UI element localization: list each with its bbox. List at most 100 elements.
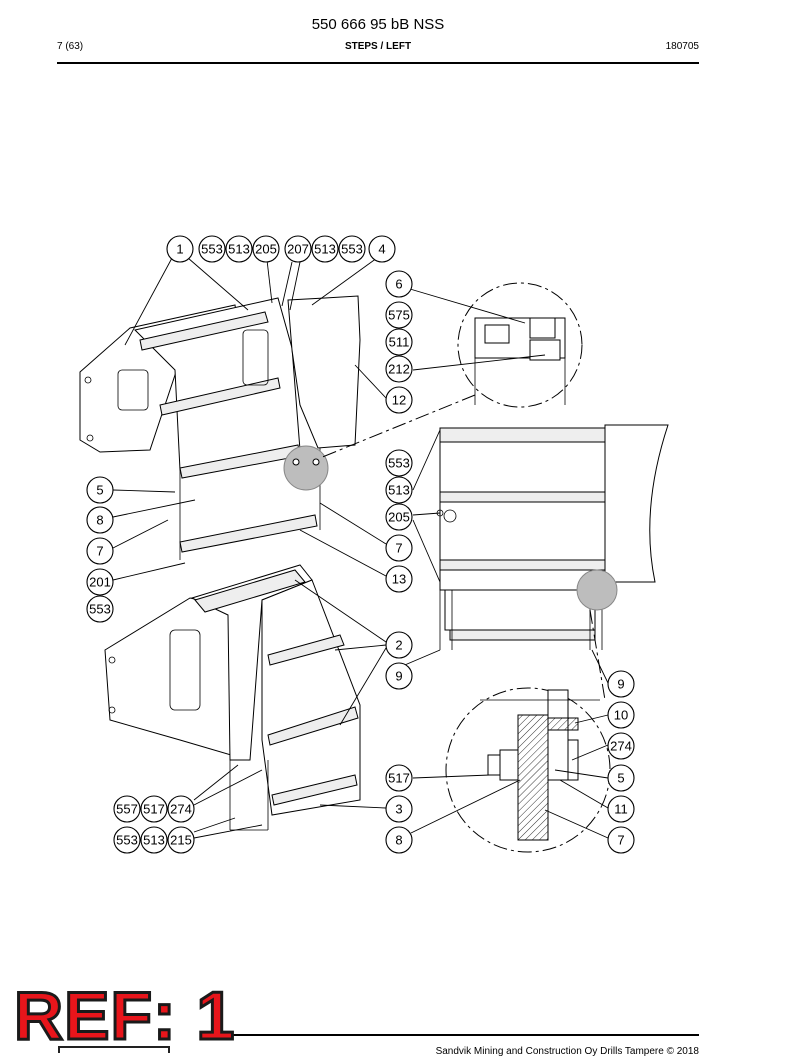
callout-5: 5 (86, 476, 114, 504)
svg-text:13: 13 (392, 572, 406, 587)
svg-text:7: 7 (617, 833, 624, 848)
callout-201: 201 (86, 568, 114, 596)
svg-text:513: 513 (314, 242, 336, 257)
callout-513: 513 (140, 826, 168, 854)
svg-text:5: 5 (617, 771, 624, 786)
callout-205: 205 (252, 235, 280, 263)
svg-text:215: 215 (170, 833, 192, 848)
lower-step-assembly (104, 564, 361, 831)
svg-text:5: 5 (96, 483, 103, 498)
upper-step-assembly (79, 295, 361, 560)
front-view (436, 424, 669, 650)
svg-text:205: 205 (388, 510, 410, 525)
detail-view-bottom (445, 609, 611, 853)
svg-text:7: 7 (395, 541, 402, 556)
callout-12: 12 (385, 386, 413, 414)
detail-view-top (319, 282, 583, 459)
svg-text:9: 9 (617, 677, 624, 692)
callout-7: 7 (385, 534, 413, 562)
callout-553: 553 (113, 826, 141, 854)
svg-text:517: 517 (388, 771, 410, 786)
section-title: STEPS / LEFT (344, 41, 412, 52)
svg-text:9: 9 (395, 669, 402, 684)
lower-mount-plate (104, 597, 249, 761)
front-side-bracket (604, 424, 669, 583)
footer-copyright: Sandvik Mining and Construction Oy Drill… (435, 1046, 699, 1057)
svg-text:1: 1 (176, 242, 183, 257)
callout-553: 553 (338, 235, 366, 263)
callout-13: 13 (385, 565, 413, 593)
svg-text:553: 553 (341, 242, 363, 257)
front-lower-frame (444, 589, 596, 631)
svg-text:207: 207 (287, 242, 309, 257)
callout-5: 5 (607, 764, 635, 792)
lower-step-frame (261, 579, 361, 816)
svg-text:12: 12 (392, 393, 406, 408)
svg-text:553: 553 (89, 602, 111, 617)
svg-text:212: 212 (388, 362, 410, 377)
callout-553: 553 (86, 595, 114, 623)
detail-highlight-upper (283, 445, 329, 491)
svg-text:8: 8 (395, 833, 402, 848)
right-support-bracket-12 (287, 295, 361, 449)
callout-1: 1 (166, 235, 194, 263)
callout-9: 9 (607, 670, 635, 698)
svg-text:4: 4 (378, 242, 385, 257)
svg-text:557: 557 (116, 802, 138, 817)
callout-7: 7 (86, 537, 114, 565)
svg-text:553: 553 (116, 833, 138, 848)
document-number: 550 666 95 bB NSS (311, 16, 445, 33)
svg-text:10: 10 (614, 708, 628, 723)
callout-2: 2 (385, 631, 413, 659)
callout-517: 517 (385, 764, 413, 792)
callout-553: 553 (198, 235, 226, 263)
svg-text:553: 553 (388, 456, 410, 471)
svg-text:511: 511 (389, 335, 410, 350)
callout-9: 9 (385, 662, 413, 690)
svg-text:3: 3 (395, 802, 402, 817)
ref-stamp: REF: 1 (12, 978, 236, 1054)
svg-text:6: 6 (395, 277, 402, 292)
leader-lines (112, 257, 609, 839)
footer-rule (230, 1034, 699, 1036)
callout-10: 10 (607, 701, 635, 729)
callout-513: 513 (385, 476, 413, 504)
svg-text:513: 513 (143, 833, 165, 848)
svg-text:274: 274 (610, 739, 632, 754)
callout-8: 8 (86, 506, 114, 534)
callout-205: 205 (385, 503, 413, 531)
svg-text:575: 575 (388, 308, 410, 323)
svg-text:205: 205 (255, 242, 277, 257)
callout-11: 11 (607, 795, 635, 823)
date-code: 180705 (665, 41, 699, 52)
callout-6: 6 (385, 270, 413, 298)
callout-517: 517 (140, 795, 168, 823)
svg-text:553: 553 (201, 242, 223, 257)
page-number: 7 (63) (57, 41, 84, 52)
header-rule (57, 62, 699, 64)
callout-511: 511 (385, 328, 413, 356)
callout-553: 553 (385, 449, 413, 477)
detail-highlight-lower (576, 569, 618, 611)
callout-3: 3 (385, 795, 413, 823)
callout-557: 557 (113, 795, 141, 823)
svg-text:2: 2 (395, 638, 402, 653)
callout-8: 8 (385, 826, 413, 854)
callout-4: 4 (368, 235, 396, 263)
svg-text:513: 513 (388, 483, 410, 498)
callout-labels: 1 553 513 205 207 513 553 4 6 575 511 21… (86, 235, 635, 854)
svg-text:274: 274 (170, 802, 192, 817)
callout-212: 212 (385, 355, 413, 383)
callout-575: 575 (385, 301, 413, 329)
callout-215: 215 (167, 826, 195, 854)
lower-side-frame (190, 564, 313, 761)
sandvik-logo (58, 1046, 170, 1053)
callout-7: 7 (607, 826, 635, 854)
svg-text:513: 513 (228, 242, 250, 257)
svg-text:517: 517 (143, 802, 165, 817)
callout-513: 513 (225, 235, 253, 263)
callout-207: 207 (284, 235, 312, 263)
svg-text:11: 11 (614, 802, 628, 817)
callout-513: 513 (311, 235, 339, 263)
